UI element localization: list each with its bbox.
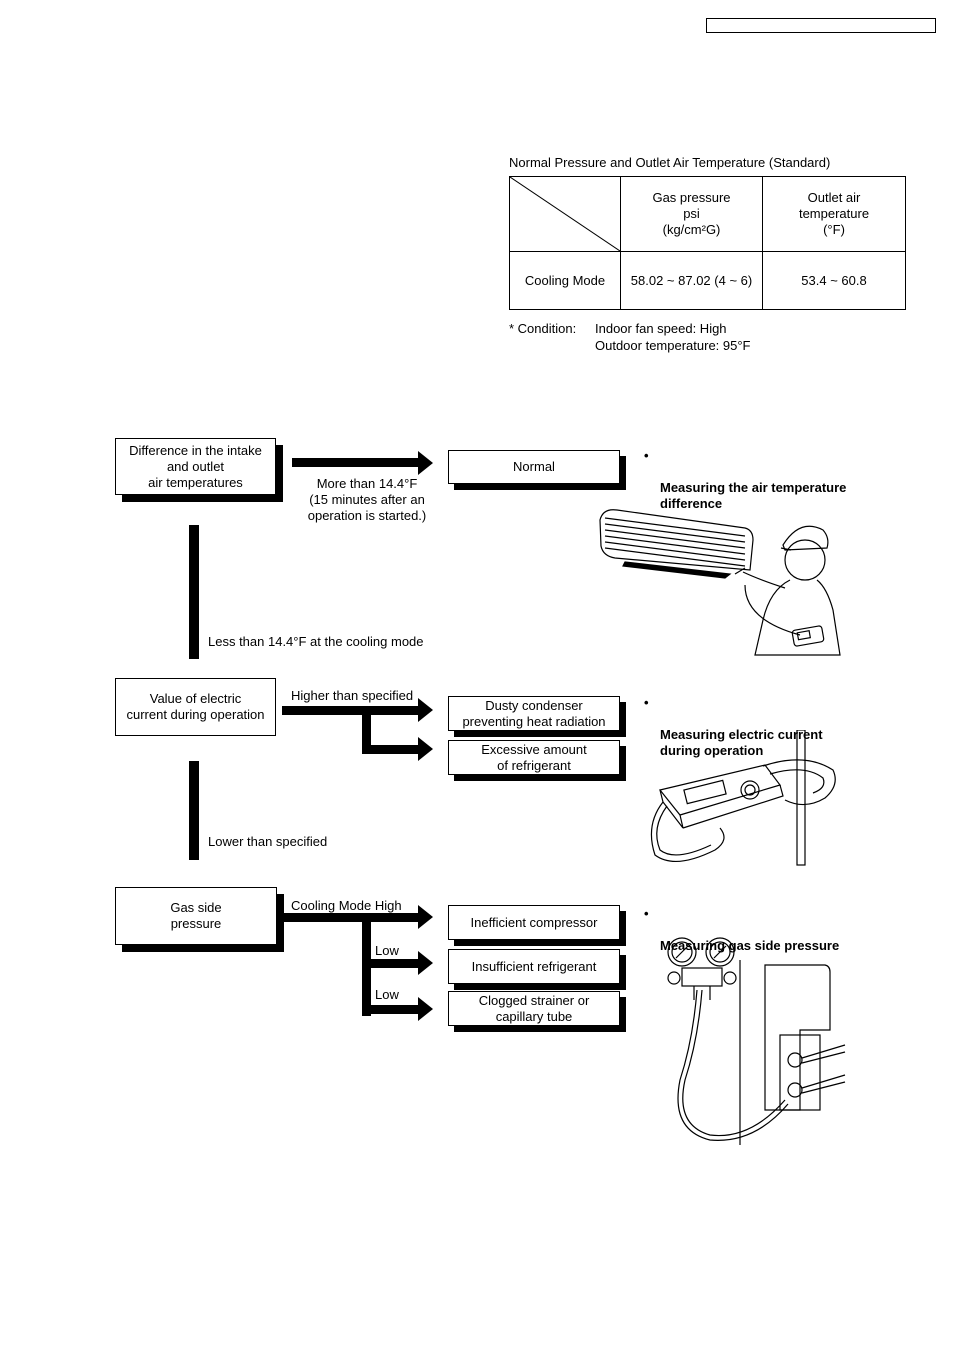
label-low-1: Low (375, 943, 399, 958)
gauge-manifold-illustration (667, 937, 846, 1145)
result-inefficient-compressor: Inefficient compressor (448, 905, 620, 940)
arrow-step3-insufficient (362, 951, 433, 975)
arrow-step3-clogged (362, 997, 433, 1021)
cell-outlet-temp: 53.4 ~ 60.8 (762, 251, 906, 310)
result-normal: Normal (448, 450, 620, 484)
cell-gas-pressure: 58.02 ~ 87.02 (4 ~ 6) (620, 251, 763, 310)
label-lower-than: Lower than specified (208, 834, 328, 849)
condition-line-1: Indoor fan speed: High (595, 321, 727, 336)
condition-label: * Condition: (509, 321, 577, 336)
note-electric-current-text: Measuring electric current during operat… (660, 727, 823, 758)
table-row: Cooling Mode 58.02 ~ 87.02 (4 ~ 6) 53.4 … (509, 251, 906, 310)
bullet-icon: • (644, 906, 649, 921)
header-outlet-temp: Outlet air temperature (°F) (762, 176, 906, 252)
arrow-step2-dusty (282, 698, 433, 722)
header-box (706, 18, 936, 33)
table-title: Normal Pressure and Outlet Air Temperatu… (509, 155, 831, 170)
step-gas-side-pressure: Gas side pressure (115, 887, 277, 945)
result-excessive-refrigerant: Excessive amount of refrigerant (448, 740, 620, 775)
standard-table: Gas pressure psi (kg/cm²G) Outlet air te… (509, 176, 906, 310)
technician-thermometer-illustration (599, 509, 841, 656)
label-less-than: Less than 14.4°F at the cooling mode (208, 634, 424, 649)
diagonal-line (510, 177, 620, 251)
result-insufficient-refrigerant: Insufficient refrigerant (448, 949, 620, 984)
cell-mode: Cooling Mode (509, 251, 621, 310)
down-bar-step2 (189, 761, 199, 860)
branch-step2 (362, 706, 371, 754)
result-dusty-condenser: Dusty condenser preventing heat radiatio… (448, 696, 620, 731)
label-cooling-mode-high: Cooling Mode High (291, 898, 402, 913)
note-gas-pressure-text: Measuring gas side pressure (660, 938, 840, 953)
step-electric-current: Value of electric current during operati… (115, 678, 276, 736)
note-electric-current: • Measuring electric current during oper… (644, 695, 823, 759)
note-air-temperature-text: Measuring the air temperature difference (660, 480, 847, 511)
header-gas-pressure: Gas pressure psi (kg/cm²G) (620, 176, 763, 252)
arrow-step1-normal (292, 451, 433, 475)
arrow-step2-excessive (362, 737, 433, 761)
clamp-meter-illustration (650, 730, 836, 866)
label-low-2: Low (375, 987, 399, 1002)
bullet-icon: • (644, 695, 649, 710)
label-higher-than: Higher than specified (291, 688, 414, 703)
arrow-step3-compressor (282, 905, 433, 929)
note-air-temperature: • Measuring the air temperature differen… (644, 448, 847, 512)
result-clogged-strainer: Clogged strainer or capillary tube (448, 991, 620, 1026)
corner-cell (509, 176, 621, 252)
note-gas-pressure: • Measuring gas side pressure (644, 906, 840, 954)
table-header-row: Gas pressure psi (kg/cm²G) Outlet air te… (509, 176, 906, 252)
condition-line-2: Outdoor temperature: 95°F (595, 338, 751, 353)
bullet-icon: • (644, 448, 649, 463)
label-more-than: More than 14.4°F (15 minutes after an op… (307, 476, 427, 523)
down-bar-step1 (189, 525, 199, 659)
step-air-temperature-difference: Difference in the intake and outlet air … (115, 438, 276, 495)
